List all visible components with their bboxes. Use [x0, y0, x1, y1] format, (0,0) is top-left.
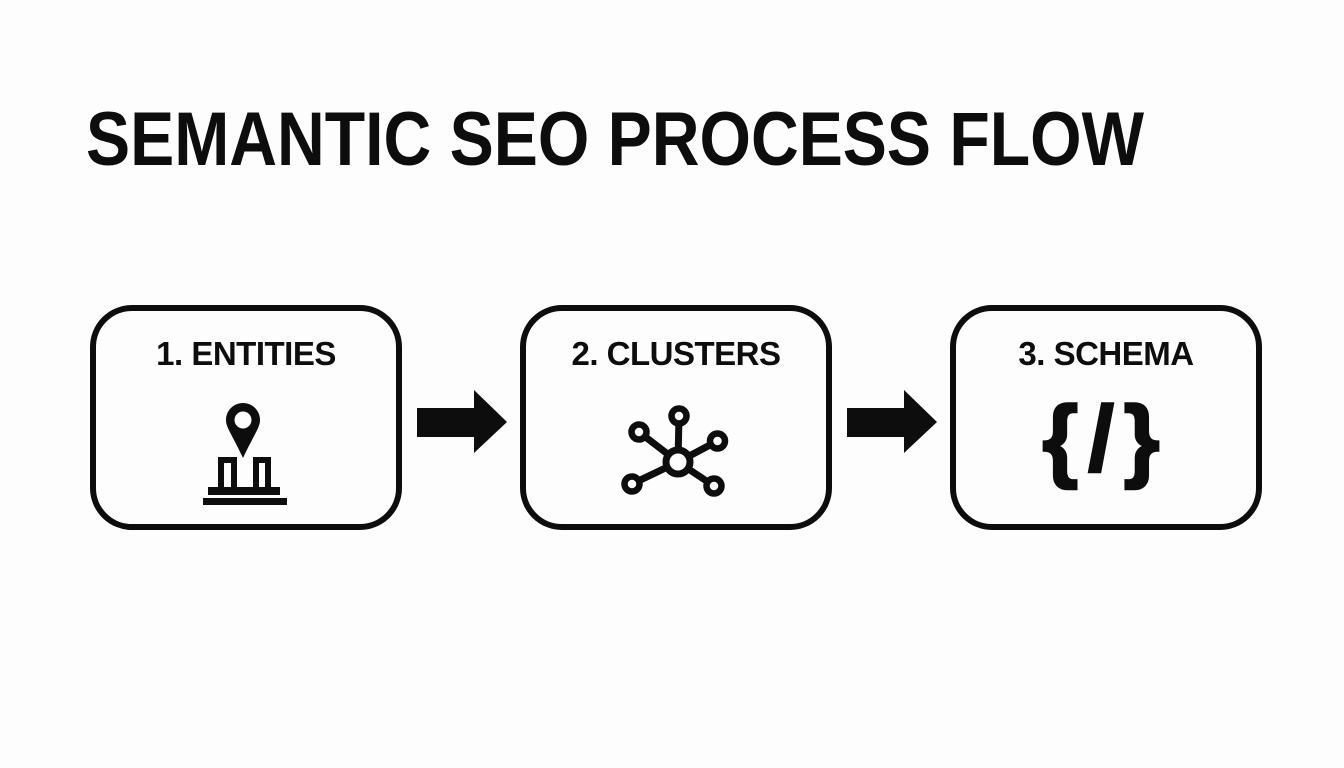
network-hub-icon	[621, 405, 729, 497]
flow-arrow-icon	[847, 390, 937, 453]
step-label: 3. SCHEMA	[1018, 335, 1194, 372]
step-box-schema: 3. SCHEMA {/}	[950, 305, 1262, 530]
map-pin-landmark-icon	[203, 403, 287, 505]
step-box-clusters: 2. CLUSTERS	[520, 305, 832, 530]
step-label: 1. ENTITIES	[156, 335, 336, 372]
page-title: SEMANTIC SEO PROCESS FLOW	[86, 97, 1144, 182]
step-box-entities: 1. ENTITIES	[90, 305, 402, 530]
step-label: 2. CLUSTERS	[571, 335, 781, 372]
flow-arrow-icon	[417, 390, 507, 453]
code-braces-icon: {/}	[1041, 388, 1170, 490]
